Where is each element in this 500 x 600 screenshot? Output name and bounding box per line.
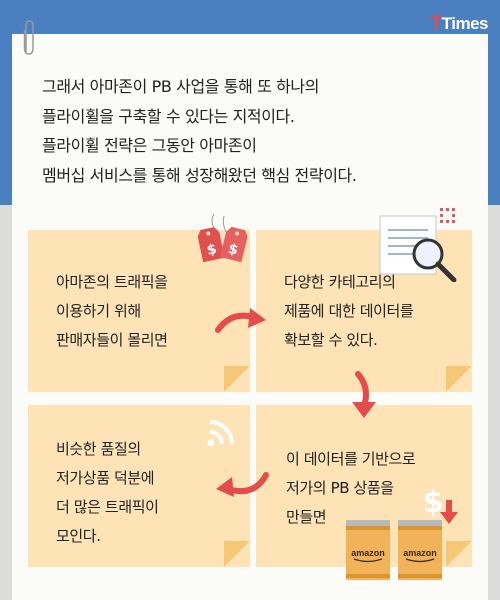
data-search-icon bbox=[379, 208, 457, 282]
arrow-down-icon bbox=[352, 371, 376, 418]
note-line: 이용하기 위해 bbox=[56, 302, 141, 320]
signal-waves-icon bbox=[207, 420, 234, 447]
note-line: 저가의 PB 상품을 bbox=[286, 479, 394, 497]
logo-text: Times bbox=[441, 14, 489, 33]
dollar-sign: $ bbox=[423, 485, 444, 520]
note-line: 저가상품 덕분에 bbox=[56, 469, 155, 487]
intro-line: 플라이휠을 구축할 수 있다는 지적이다. bbox=[42, 106, 295, 126]
paperclip-icon bbox=[23, 20, 34, 55]
arrow-right-icon bbox=[215, 308, 266, 333]
note-line: 모인다. bbox=[56, 527, 101, 545]
amazon-product-cans-icon: amazon amazon bbox=[346, 520, 442, 580]
note-line: 만들면 bbox=[286, 508, 327, 526]
note-line: 판매자들이 몰리면 bbox=[56, 331, 168, 349]
logo-t: T bbox=[430, 13, 443, 34]
arrow-left-icon bbox=[216, 472, 269, 497]
tag-dollar: $ bbox=[205, 241, 218, 259]
can-label: amazon bbox=[403, 548, 437, 558]
intro-line: 멤버십 서비스를 통해 성장해왔던 핵심 전략이다. bbox=[42, 165, 357, 185]
note-fold bbox=[224, 541, 250, 567]
note-fold bbox=[446, 366, 472, 392]
note-line: 다양한 카테고리의 bbox=[284, 273, 396, 291]
intro-paragraph: 그래서 아마존이 PB 사업을 통해 또 하나의 플라이휠을 구축할 수 있다는… bbox=[42, 72, 472, 190]
intro-line: 플라이휠 전략은 그동안 아마존이 bbox=[42, 136, 257, 155]
tag-dollar: $ bbox=[226, 241, 239, 259]
note-line: 아마존의 트래픽을 bbox=[56, 273, 168, 291]
note-fold bbox=[446, 541, 472, 567]
intro-line: 그래서 아마존이 PB 사업을 통해 또 하나의 bbox=[42, 77, 320, 96]
price-down-icon: $ bbox=[423, 485, 458, 524]
note-line: 확보할 수 있다. bbox=[284, 331, 378, 349]
can-label: amazon bbox=[351, 548, 385, 558]
price-tags-icon: $ $ bbox=[197, 213, 248, 263]
note-fold bbox=[224, 366, 250, 392]
note-line: 더 많은 트래픽이 bbox=[56, 498, 159, 516]
note-line: 이 데이터를 기반으로 bbox=[286, 450, 416, 468]
ttimes-logo: TTimes bbox=[430, 13, 489, 35]
note-line: 비슷한 품질의 bbox=[56, 440, 141, 458]
note-line: 제품에 대한 데이터를 bbox=[284, 302, 414, 320]
